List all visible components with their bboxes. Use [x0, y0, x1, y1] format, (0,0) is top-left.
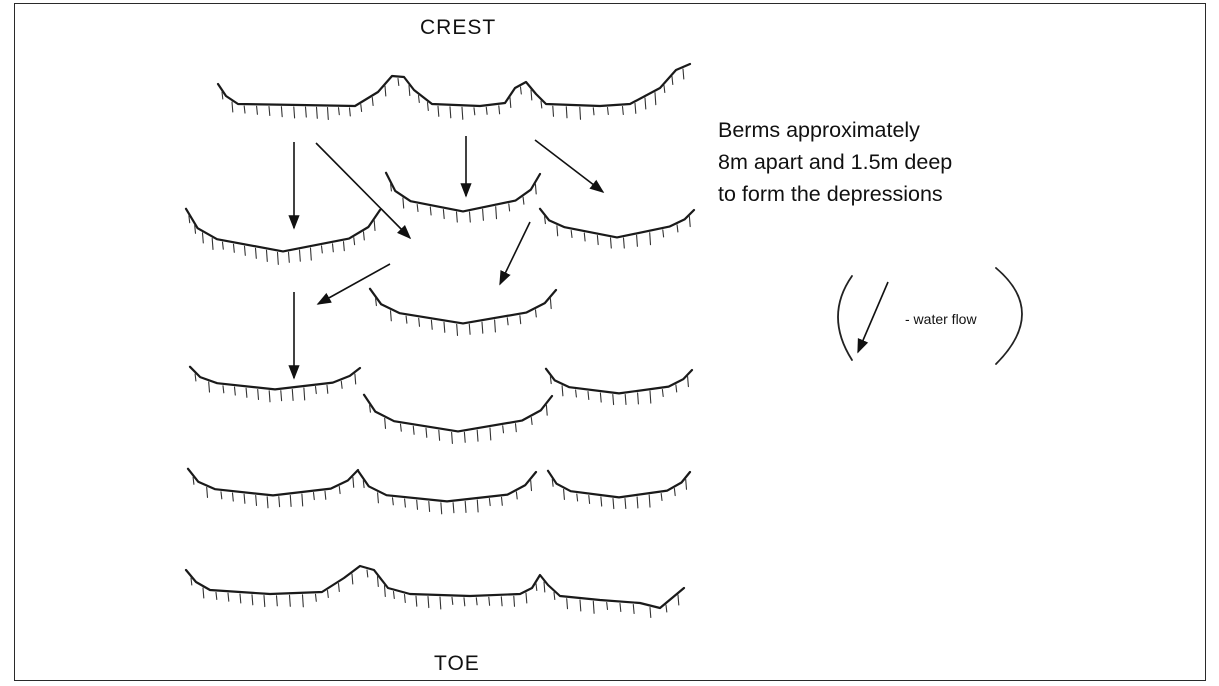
berm-row2-c-hatch [545, 217, 691, 249]
berm-row5-b-hatch [363, 481, 531, 514]
berm-row4-b-hatch [370, 405, 548, 443]
berm-row5-a-hatch [193, 477, 354, 508]
berm-row-crest [218, 64, 690, 106]
berm-description: Berms approximately 8m apart and 1.5m de… [718, 114, 952, 210]
berm-row2-c [540, 209, 694, 238]
berm-row4-c [546, 369, 692, 394]
berm-row-toe [186, 566, 684, 608]
berm-row4-a [190, 367, 360, 390]
legend-text: - water flow [905, 311, 977, 327]
flow-arrow-6 [500, 222, 530, 284]
flow-arrow-5 [318, 264, 390, 304]
berm-row5-c-hatch [552, 479, 686, 508]
description-line-2: 8m apart and 1.5m deep [718, 146, 952, 178]
description-line-1: Berms approximately [718, 114, 952, 146]
berm-depressions [186, 64, 694, 608]
berm-row3-a [370, 289, 556, 324]
toe-label: TOE [434, 652, 480, 676]
flow-arrow-4 [535, 140, 603, 192]
berm-row-crest-hatch [222, 69, 684, 120]
berm-row4-c-hatch [550, 377, 688, 405]
description-line-3: to form the depressions [718, 178, 952, 210]
berm-row4-a-hatch [195, 374, 356, 402]
berm-row5-a [188, 469, 358, 496]
arrow-icon [858, 282, 888, 352]
water-flow-arrows [294, 136, 603, 378]
legend-bracket-right [996, 268, 1022, 364]
berm-row3-a-hatch [376, 299, 552, 336]
berm-row5-b [358, 471, 536, 502]
slope-hatching [189, 69, 690, 618]
berm-row5-c [548, 471, 690, 498]
berm-row4-b [364, 395, 552, 432]
berm-row2-b-hatch [391, 184, 537, 222]
legend-bracket-left [838, 276, 852, 360]
berm-row2-b [386, 173, 540, 212]
berm-row2-a [186, 209, 380, 252]
crest-label: CREST [420, 16, 496, 40]
